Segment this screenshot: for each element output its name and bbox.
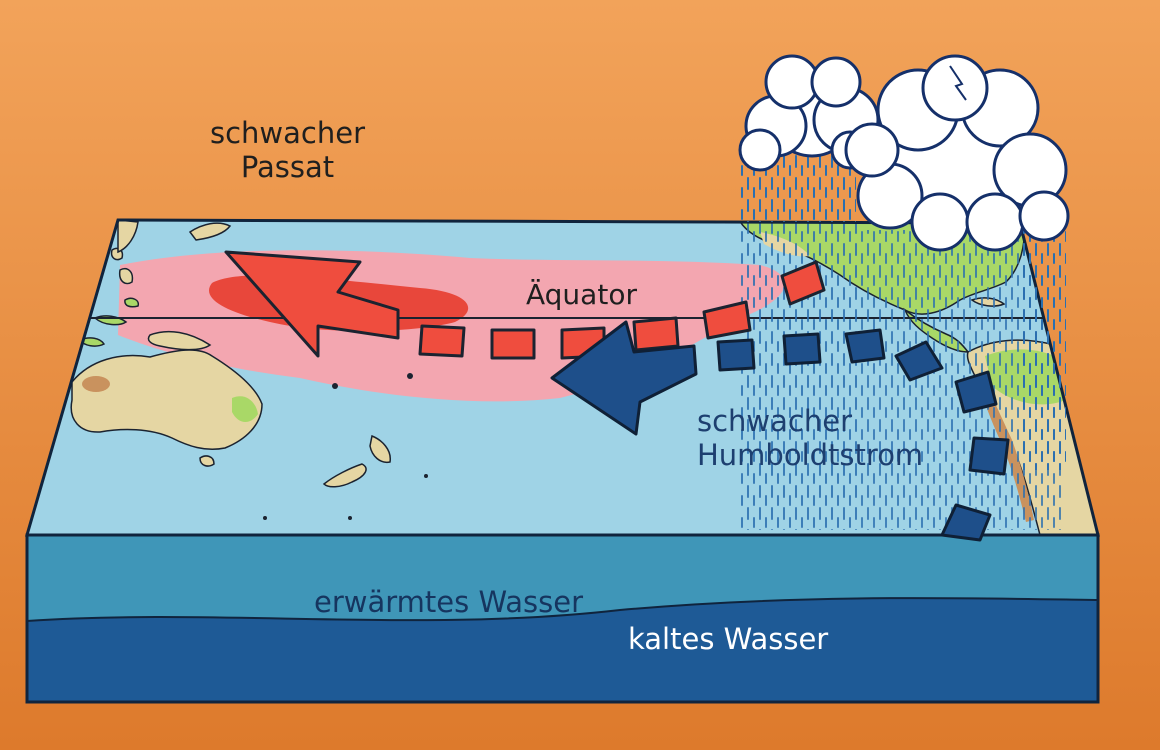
current-arrow-segment xyxy=(782,332,822,366)
australia-landmass xyxy=(70,349,263,450)
cloud-puff xyxy=(764,54,820,110)
trade-wind-label: schwacher Passat xyxy=(210,116,365,184)
humboldt-current-label-line1: schwacher xyxy=(697,404,853,438)
cloud-puff xyxy=(965,192,1025,252)
cloud-puff xyxy=(921,54,989,122)
humboldt-current-label-line2: Humboldtstrom xyxy=(697,438,924,473)
asia-coast xyxy=(117,220,139,254)
wind-arrow-segment xyxy=(418,324,466,358)
trade-wind-label-line2: Passat xyxy=(240,150,335,185)
equator-label: Äquator xyxy=(526,278,637,311)
cloud-puff xyxy=(844,122,900,178)
cloud-puff xyxy=(1018,190,1070,242)
current-arrow-segment xyxy=(894,340,944,382)
pacific-island xyxy=(424,474,428,478)
new-zealand-north xyxy=(369,434,391,464)
australia-highland xyxy=(82,376,110,392)
new-zealand-south xyxy=(322,463,367,488)
wind-arrow-segment xyxy=(702,300,752,340)
cloud-puff xyxy=(810,56,862,108)
philippines xyxy=(110,247,134,285)
humboldt-current-label: schwacher Humboldtstrom xyxy=(697,404,923,472)
new-guinea xyxy=(147,330,212,351)
wind-arrow-segment xyxy=(632,316,680,352)
rain-icon xyxy=(1022,230,1066,470)
indonesia-islands xyxy=(78,297,140,347)
cold-water-label: kaltes Wasser xyxy=(628,622,829,656)
surface-outline xyxy=(25,218,1100,537)
wind-arrow-head xyxy=(224,250,400,358)
pacific-island xyxy=(348,516,352,520)
wind-arrow-segment xyxy=(490,328,536,360)
current-arrow-icon xyxy=(550,320,1010,542)
cloud-icon xyxy=(738,54,880,172)
pacific-island xyxy=(407,373,413,379)
pacific-island xyxy=(263,516,267,520)
trade-wind-label-line1: schwacher xyxy=(210,116,366,150)
australia-vegetation xyxy=(232,396,258,423)
current-arrow-segment xyxy=(968,436,1010,476)
tasmania xyxy=(199,455,215,467)
current-arrow-segment xyxy=(716,338,756,372)
cloud-puff xyxy=(910,192,970,252)
wind-arrow-segment xyxy=(780,260,826,306)
current-arrow-segment xyxy=(844,328,886,364)
current-arrow-segment xyxy=(954,370,998,414)
japan xyxy=(188,222,232,241)
cloud-icon xyxy=(844,54,1070,252)
cold-water-layer xyxy=(27,598,1098,702)
warm-water-label: erwärmtes Wasser xyxy=(314,585,584,619)
lightning-mark xyxy=(949,65,967,101)
current-arrow-segment xyxy=(940,503,992,542)
pacific-island xyxy=(332,383,338,389)
cloud-puff xyxy=(738,128,782,172)
current-arrow-head xyxy=(550,320,698,436)
thermocline-line xyxy=(26,597,1099,622)
